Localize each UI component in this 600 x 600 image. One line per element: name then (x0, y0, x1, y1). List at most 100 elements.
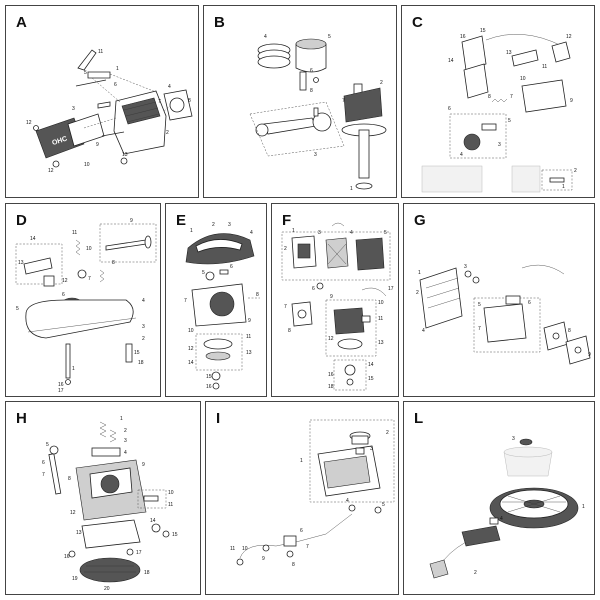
gasket-bore (169, 97, 185, 113)
gasket-port (552, 332, 560, 340)
gasket-hole (297, 309, 307, 319)
callout: 13 (246, 350, 252, 356)
head-fins (121, 97, 161, 125)
muffler-diagram: 1 2 3 4 5 6 7 8 9 (416, 264, 591, 365)
control-bracket (461, 35, 487, 71)
panel-letter: H (16, 410, 27, 427)
valve (105, 239, 147, 251)
dipstick (48, 453, 62, 495)
washer (52, 160, 60, 168)
callout: 10 (188, 328, 194, 334)
panel-i: I 1 2 3 4 5 6 7 8 9 10 11 (205, 401, 399, 595)
air-filter-carburetor-diagram: 1 2 3 4 5 6 7 8 9 10 11 12 13 14 15 16 1… (281, 222, 394, 391)
cover-decal: OHC (51, 136, 68, 147)
callout: 13 (76, 530, 82, 536)
connecting-rod (263, 117, 317, 135)
crank-shaft (358, 129, 370, 179)
rod-big-end (312, 112, 332, 132)
panel-d: D 14 13 12 11 10 9 8 7 6 5 4 3 2 (5, 203, 161, 397)
callout: 11 (542, 64, 547, 70)
timing-belt (25, 299, 134, 339)
callout: 6 (42, 460, 45, 466)
callout: 18 (328, 384, 334, 390)
carburetor-body (333, 307, 365, 335)
piston-ring (257, 55, 291, 69)
stud (75, 79, 107, 87)
callout: 9 (330, 294, 333, 300)
nut (212, 382, 220, 390)
gear-shaft (481, 123, 497, 131)
callout: 1 (418, 270, 421, 276)
breather-hose (331, 222, 345, 227)
callout: 9 (130, 218, 133, 224)
panel-b: B 4 5 6 8 3 7 2 1 (203, 5, 397, 198)
callout: 8 (112, 260, 115, 266)
callout: 4 (142, 298, 145, 304)
callout: 7 (342, 98, 345, 104)
callout: 6 (528, 300, 531, 306)
tappet (125, 343, 133, 363)
governor-cover (521, 79, 567, 113)
callout: 2 (212, 222, 215, 228)
callout: 10 (84, 162, 90, 168)
callout: 3 (228, 222, 231, 228)
panel-letter: F (282, 212, 292, 229)
callout: 7 (158, 99, 161, 105)
ratchet (205, 351, 231, 361)
callout: 8 (568, 328, 571, 334)
callout: 8 (310, 88, 313, 94)
engine-outline (421, 165, 483, 193)
fuel-cap-body (351, 435, 369, 445)
callout: 5 (328, 34, 331, 40)
callout: 14 (188, 360, 194, 366)
callout: 4 (422, 328, 425, 334)
callout: 6 (114, 82, 117, 88)
spring-retainer (77, 269, 87, 279)
ignition-coil (461, 525, 501, 547)
cover-trim (195, 239, 243, 253)
callout: 13 (506, 50, 512, 56)
callout: 2 (166, 130, 169, 136)
tank-panel (323, 455, 371, 489)
callout: 8 (256, 292, 259, 298)
callout: 2 (142, 336, 145, 342)
tank-bolt (374, 506, 382, 514)
governor-spring (491, 98, 508, 103)
callout: 16 (460, 34, 466, 40)
callout: 2 (124, 428, 127, 434)
callout: 13 (378, 340, 384, 346)
hose-clamp (286, 550, 294, 558)
callout: 5 (384, 230, 387, 236)
recoil-starter-diagram: 1 2 3 4 5 6 7 8 9 10 11 12 13 14 15 16 (184, 222, 260, 390)
fan-cup-rim (503, 446, 553, 458)
panel-c: C 16 15 14 13 12 11 10 9 8 7 6 5 4 (401, 5, 595, 198)
callout: 12 (566, 34, 572, 40)
governor-lever (511, 49, 539, 67)
callout: 2 (474, 570, 477, 576)
callout: 2 (380, 80, 383, 86)
callout: 11 (72, 230, 77, 236)
callout: 17 (58, 388, 64, 394)
spark-plug (97, 101, 111, 109)
callout: 7 (42, 472, 45, 478)
callout: 16 (206, 384, 212, 390)
panel-g: G 1 2 3 4 5 6 7 8 9 (403, 203, 595, 397)
panel-letter: E (176, 212, 187, 229)
callout: 11 (98, 49, 103, 55)
callout: 15 (480, 28, 486, 34)
callout: 3 (464, 264, 467, 270)
callout: 3 (124, 438, 127, 444)
panel-l: L 3 1 2 4 (403, 401, 595, 595)
callout: 8 (188, 98, 191, 104)
panel-letter: B (214, 14, 225, 31)
callout: 8 (292, 562, 295, 568)
fuel-valve (283, 535, 297, 547)
bowl-screw (346, 378, 354, 386)
callout: 6 (448, 106, 451, 112)
callout: 3 (142, 324, 145, 330)
nut (120, 157, 128, 165)
callout: 6 (312, 286, 315, 292)
callout: 15 (172, 532, 178, 538)
valve-head (144, 235, 152, 249)
callout: 5 (46, 442, 49, 448)
